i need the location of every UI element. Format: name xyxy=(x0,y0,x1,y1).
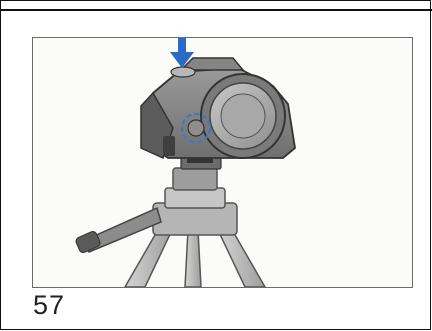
top-rule xyxy=(1,9,432,11)
camera xyxy=(141,58,295,158)
page-number: 57 xyxy=(33,290,65,321)
camera-tripod-illustration xyxy=(33,38,412,287)
illustration-frame xyxy=(32,37,413,288)
tripod xyxy=(75,153,265,287)
